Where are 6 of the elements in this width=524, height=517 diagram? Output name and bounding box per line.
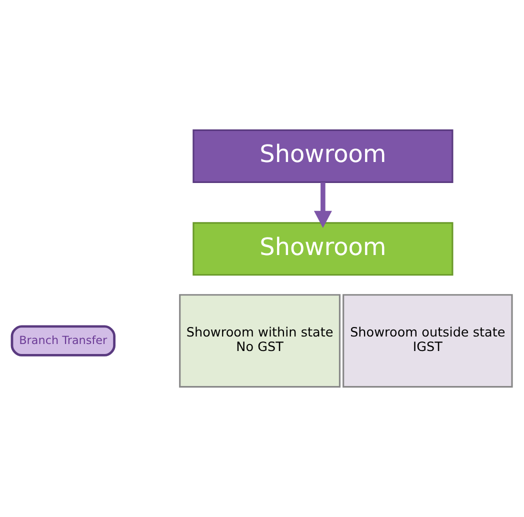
node-box: Showroom outside state IGST [342,294,513,388]
arrow [314,182,332,228]
node-box: Showroom [192,129,454,183]
node-box: Branch Transfer [10,325,116,356]
node-box: Showroom within state No GST [179,294,341,388]
node-box: Showroom [192,222,454,276]
